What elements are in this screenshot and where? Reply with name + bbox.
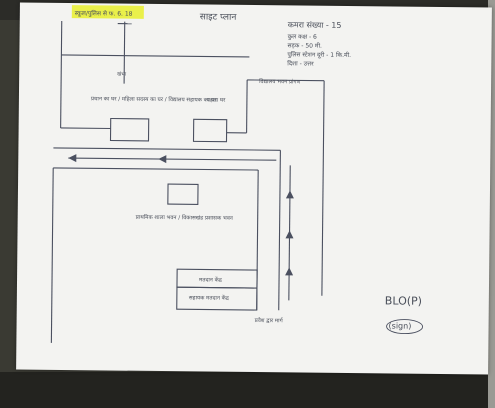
arrow-up-3: [285, 267, 294, 276]
info-line-3: सड़क - 50 मी.: [287, 41, 322, 49]
arrow-up-2: [285, 230, 294, 239]
polling-box-lower-label: सहायक मतदान केंद्र: [189, 294, 229, 301]
direction-arrow-mid: [158, 155, 167, 164]
right-road-outer: [278, 150, 281, 311]
lower-block-box: [167, 183, 199, 205]
building-right-wall: [321, 80, 325, 296]
info-line-2: कुल कक्ष - 6: [288, 33, 318, 40]
left-building-label: प्रधान का घर / महिला सदस्य का घर / विद्य…: [91, 95, 217, 103]
building-left-wall: [246, 79, 248, 133]
polling-box-upper-label: मतदान केंद्र: [199, 276, 222, 283]
left-vertical-road: [60, 20, 63, 128]
info-line-5: दिशा - उत्तर: [287, 59, 314, 67]
background-bottom: [0, 372, 495, 408]
direction-arrow-left: [68, 154, 77, 163]
lower-compound-left-wall: [50, 167, 54, 343]
corner-note: स्कूल/पुलिस से फ. 6. 18: [75, 9, 133, 18]
left-building-box: [109, 117, 150, 142]
top-right-building-label: विद्यालय भवन प्रांगण: [259, 78, 301, 85]
lower-block-label: प्राथमिक शाला भवन / विकासखंड प्रशासक भवन: [136, 214, 234, 222]
cross-road: [61, 54, 250, 58]
pole-vertical-line: [123, 21, 126, 84]
signature-code: BLO(P): [385, 294, 422, 307]
signature-initials: (sign): [389, 321, 412, 330]
building-top-wall: [247, 79, 325, 82]
signature-loop: [386, 319, 424, 335]
paper-sheet: स्कूल/पुलिस से फ. 6. 18 साइट प्लान कमरा …: [16, 2, 492, 375]
polling-box-lower: [176, 286, 258, 311]
plan-title: साइट प्लान: [200, 12, 238, 22]
right-house-label: पहला घर: [207, 98, 226, 104]
entry-label: प्रवेश द्वार मार्ग: [255, 317, 284, 324]
main-road-lower: [53, 167, 259, 171]
info-line-1: कमरा संख्या - 15: [288, 20, 342, 30]
direction-line: [68, 157, 277, 161]
pole-label: खंभा: [117, 71, 127, 78]
background-right: [488, 0, 495, 408]
site-plan-drawing: स्कूल/पुलिस से फ. 6. 18 साइट प्लान कमरा …: [50, 9, 424, 343]
right-house-box: [192, 118, 228, 143]
arrow-up-1: [285, 190, 294, 199]
wall-left: [60, 127, 111, 130]
main-road-upper: [53, 147, 281, 151]
info-line-4: पुलिस स्टेशन दूरी - 1 कि.मी.: [287, 50, 351, 59]
